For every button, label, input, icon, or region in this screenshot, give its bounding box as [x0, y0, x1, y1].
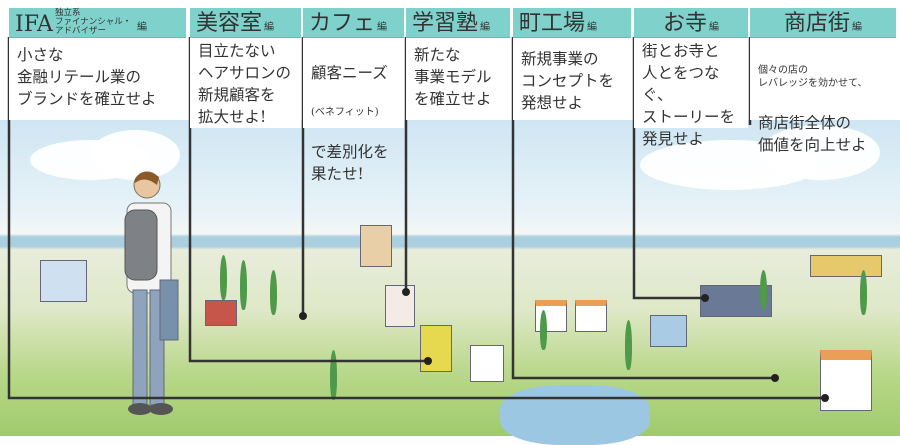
panel-suffix: 編 — [480, 22, 491, 33]
panel-title: 商店街 — [783, 11, 850, 36]
panel-beauty-salon: 美容室 編 目立たない ヘアサロンの 新規顧客を 拡大せよ! — [190, 8, 301, 128]
panel-title: 学習塾 — [412, 11, 479, 36]
panel-subtitle: 独立系 ファイナンシャル・アドバイザー — [55, 9, 135, 36]
panel-subtitle-line: 独立系 — [54, 8, 81, 18]
panel-text-note: (ベネフィット) — [311, 107, 379, 118]
panel-title: IFA — [15, 12, 53, 37]
panel-cram-school: 学習塾 編 新たな 事業モデル を確立せよ — [406, 8, 510, 120]
panel-suffix: 編 — [136, 22, 147, 33]
panel-text-line: 顧客ニーズ — [311, 64, 388, 82]
panel-header: 学習塾 編 — [406, 8, 510, 38]
panel-text-line: で差別化を 果たせ! — [311, 143, 389, 183]
panel-town-factory: 町工場 編 新規事業の コンセプトを 発想せよ — [513, 8, 631, 120]
panel-ifa: IFA 独立系 ファイナンシャル・アドバイザー 編 小さな 金融リテール業の ブ… — [9, 8, 186, 120]
panel-header: カフェ 編 — [303, 8, 404, 38]
panel-text: 小さな 金融リテール業の ブランドを確立せよ — [17, 46, 157, 108]
panel-title: 美容室 — [196, 11, 263, 36]
panel-suffix: 編 — [709, 22, 719, 33]
panel-header: IFA 独立系 ファイナンシャル・アドバイザー 編 — [9, 8, 186, 38]
person-with-backpack-figure — [124, 171, 179, 415]
panel-title: 町工場 — [519, 11, 586, 36]
panel-text: 個々の店の レバレッジを効かせて、 商店街全体の 価値を向上せよ — [750, 38, 896, 184]
panel-suffix: 編 — [587, 22, 598, 33]
panel-title: お寺 — [662, 11, 707, 36]
panel-text: 目立たない ヘアサロンの 新規顧客を 拡大せよ! — [198, 42, 292, 126]
panel-cafe: カフェ 編 顧客ニーズ (ベネフィット) で差別化を 果たせ! — [303, 8, 404, 183]
panel-header: 商店街 編 — [750, 8, 896, 38]
panel-text: 新規事業の コンセプトを 発想せよ — [521, 50, 615, 112]
panel-header: お寺 編 — [634, 8, 748, 38]
panel-suffix: 編 — [852, 22, 862, 33]
panel-text-small: 個々の店の レバレッジを効かせて、 — [758, 65, 868, 89]
panel-suffix: 編 — [264, 22, 275, 33]
panel-shopping-street: 商店街 編 個々の店の レバレッジを効かせて、 商店街全体の 価値を向上せよ — [750, 8, 896, 154]
panel-header: 町工場 編 — [513, 8, 631, 38]
panel-suffix: 編 — [377, 22, 388, 33]
panel-text: 街とお寺と 人とをつなぐ、 ストーリーを 発見せよ — [642, 42, 736, 148]
panel-temple: お寺 編 街とお寺と 人とをつなぐ、 ストーリーを 発見せよ — [634, 8, 748, 148]
panel-text: 顧客ニーズ (ベネフィット) で差別化を 果たせ! — [303, 38, 404, 213]
panel-title: カフェ — [309, 11, 376, 36]
panel-text: 新たな 事業モデル を確立せよ — [414, 46, 492, 108]
panel-text-line: 商店街全体の 価値を向上せよ — [758, 114, 867, 154]
panel-subtitle-line: ファイナンシャル・アドバイザー — [54, 17, 132, 36]
panel-header: 美容室 編 — [190, 8, 301, 38]
